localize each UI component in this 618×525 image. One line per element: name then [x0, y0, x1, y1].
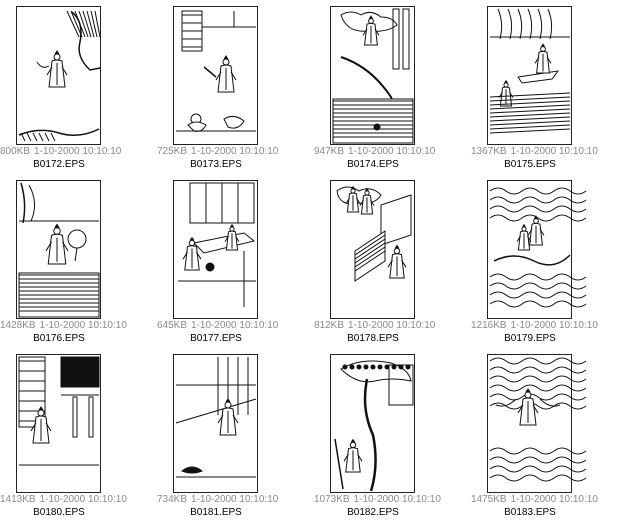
file-size: 1413KB [0, 494, 36, 505]
file-size: 947KB [314, 146, 345, 157]
thumbnail-illustration [18, 356, 100, 466]
thumbnail-illustration [178, 182, 256, 307]
file-name[interactable]: B0178.EPS [347, 333, 399, 344]
file-name[interactable]: B0175.EPS [504, 159, 556, 170]
thumbnail-illustration [18, 182, 100, 318]
file-date: 1-10-2000 10:10:10 [510, 146, 598, 157]
file-name[interactable]: B0179.EPS [504, 333, 556, 344]
file-date: 1-10-2000 10:10:10 [34, 146, 122, 157]
file-name[interactable]: B0180.EPS [33, 507, 85, 518]
file-date: 1-10-2000 10:10:10 [353, 494, 441, 505]
file-size: 1475KB [471, 494, 507, 505]
thumbnail-image[interactable] [16, 180, 101, 319]
file-name[interactable]: B0181.EPS [190, 507, 242, 518]
file-size: 734KB [157, 494, 188, 505]
file-name[interactable]: B0173.EPS [190, 159, 242, 170]
file-date: 1-10-2000 10:10:10 [510, 494, 598, 505]
file-date: 1-10-2000 10:10:10 [510, 320, 598, 331]
thumbnail-image[interactable] [16, 6, 101, 145]
thumbnail-image[interactable] [487, 180, 587, 319]
file-date: 1-10-2000 10:10:10 [39, 494, 127, 505]
file-date: 1-10-2000 10:10:10 [191, 494, 279, 505]
thumbnail-illustration [489, 8, 571, 134]
file-date: 1-10-2000 10:10:10 [348, 146, 436, 157]
thumbnail-image[interactable] [173, 180, 258, 319]
file-date: 1-10-2000 10:10:10 [348, 320, 436, 331]
file-size: 725KB [157, 146, 188, 157]
thumbnail-image[interactable] [330, 180, 415, 319]
file-name[interactable]: B0174.EPS [347, 159, 399, 170]
thumbnail-illustration [175, 357, 257, 478]
file-date: 1-10-2000 10:10:10 [39, 320, 127, 331]
file-name[interactable]: B0177.EPS [190, 333, 242, 344]
thumbnail-image[interactable] [16, 354, 101, 493]
file-name[interactable]: B0182.EPS [347, 507, 399, 518]
thumbnail-illustration [334, 360, 414, 492]
file-date: 1-10-2000 10:10:10 [191, 320, 279, 331]
thumbnail-image[interactable] [487, 6, 572, 145]
thumbnail-illustration [489, 357, 587, 482]
thumbnail-illustration [336, 185, 412, 282]
thumbnail-illustration [489, 187, 587, 308]
file-name[interactable]: B0183.EPS [504, 507, 556, 518]
file-name[interactable]: B0176.EPS [33, 333, 85, 344]
file-size: 1073KB [314, 494, 350, 505]
thumbnail-image[interactable] [330, 6, 415, 145]
file-date: 1-10-2000 10:10:10 [191, 146, 279, 157]
file-name[interactable]: B0172.EPS [33, 159, 85, 170]
file-size: 1367KB [471, 146, 507, 157]
thumbnail-illustration [18, 10, 101, 142]
thumbnail-illustration [176, 10, 256, 132]
thumbnail-image[interactable] [330, 354, 415, 493]
thumbnail-image[interactable] [173, 6, 258, 145]
file-size: 800KB [0, 146, 31, 157]
thumbnail-image[interactable] [173, 354, 258, 493]
file-size: 1428KB [0, 320, 36, 331]
file-size: 645KB [157, 320, 188, 331]
thumbnail-illustration [332, 8, 414, 144]
file-size: 1216KB [471, 320, 507, 331]
thumbnail-image[interactable] [487, 354, 587, 493]
file-size: 812KB [314, 320, 345, 331]
